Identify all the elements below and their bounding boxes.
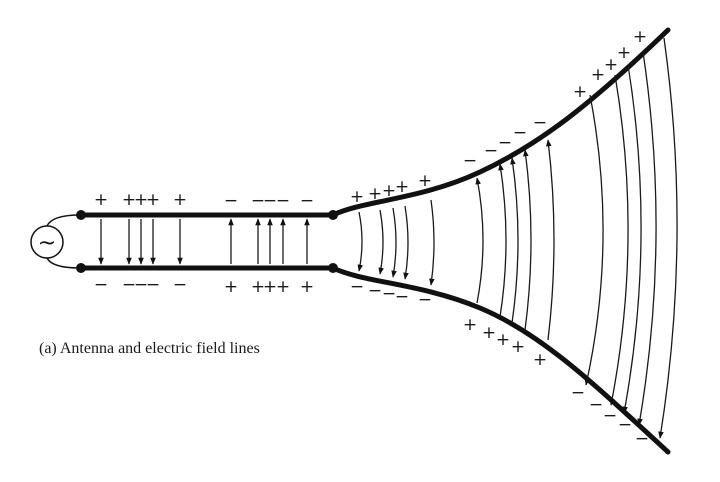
field-line-outer-4 (637, 51, 657, 426)
minus-sign-mid-3: − (498, 133, 512, 153)
field-line-mid-4 (523, 149, 532, 331)
minus-sign-outer-5: − (635, 429, 649, 449)
plus-sign-mid-2: + (482, 323, 496, 343)
minus-sign-bottom-4: − (146, 275, 160, 295)
plus-sign-bottom-5: + (300, 277, 314, 297)
field-line-mid-1 (475, 177, 484, 304)
field-line-throat-3 (391, 207, 397, 278)
plus-sign-bottom-2: + (251, 277, 265, 297)
source-lead-bottom (46, 257, 81, 269)
field-line-mid-5 (545, 139, 555, 341)
plus-sign-throat-3: + (382, 181, 396, 201)
field-line-outer-1 (584, 94, 604, 386)
minus-sign-throat-5: − (418, 290, 432, 310)
field-line-outer-2 (609, 74, 629, 406)
minus-sign-top-5: − (300, 191, 314, 211)
plus-sign-mid-4: + (511, 337, 525, 357)
minus-sign-throat-1: − (350, 277, 364, 297)
minus-sign-top-1: − (224, 191, 238, 211)
plus-sign-mid-3: + (496, 330, 510, 350)
minus-sign-mid-2: − (484, 141, 498, 161)
plus-sign-bottom-4: + (276, 277, 290, 297)
field-line-throat-4 (403, 205, 409, 280)
minus-sign-outer-2: − (589, 395, 603, 415)
plus-sign-bottom-1: + (224, 277, 238, 297)
source-lead-top (46, 214, 81, 227)
minus-sign-outer-3: − (603, 406, 617, 426)
minus-sign-bottom-5: − (173, 275, 187, 295)
minus-sign-top-3: − (263, 191, 277, 211)
antenna-arm-bottom (330, 265, 671, 455)
field-line-throat-5 (429, 199, 435, 286)
plus-sign-top-5: + (173, 190, 187, 210)
plus-sign-throat-4: + (395, 177, 409, 197)
plus-sign-mid-5: + (533, 350, 547, 370)
minus-sign-mid-5: − (533, 113, 547, 133)
field-line-mid-2 (498, 163, 507, 318)
plus-sign-outer-4: + (617, 43, 631, 63)
minus-sign-throat-4: − (395, 287, 409, 307)
plus-sign-throat-5: + (418, 171, 432, 191)
field-line-outer-3 (622, 64, 642, 414)
plus-sign-throat-2: + (368, 184, 382, 204)
minus-sign-bottom-2: − (122, 275, 136, 295)
charge-signs: +++++−−−−−−−−−−++++++++++−−−−−−−−−−+++++… (94, 27, 649, 449)
minus-sign-mid-1: − (463, 151, 477, 171)
minus-sign-top-2: − (251, 191, 265, 211)
source-symbol: ~ (38, 231, 56, 256)
plus-sign-outer-5: + (633, 27, 647, 47)
minus-sign-throat-3: − (382, 284, 396, 304)
minus-sign-outer-4: − (618, 415, 632, 435)
plus-sign-outer-2: + (591, 65, 605, 85)
plus-sign-top-1: + (94, 190, 108, 210)
ac-source: ~ (30, 210, 86, 273)
figure-caption: (a) Antenna and electric field lines (39, 340, 260, 357)
minus-sign-mid-4: − (513, 123, 527, 143)
field-line-outer-5 (658, 37, 678, 439)
minus-sign-throat-2: − (368, 281, 382, 301)
minus-sign-outer-1: − (571, 383, 585, 403)
minus-sign-bottom-1: − (94, 275, 108, 295)
field-line-throat-1 (357, 211, 363, 272)
plus-sign-outer-3: + (604, 55, 618, 75)
plus-sign-bottom-3: + (263, 277, 277, 297)
plus-sign-outer-1: + (573, 82, 587, 102)
plus-sign-top-4: + (146, 190, 160, 210)
plus-sign-throat-1: + (350, 187, 364, 207)
plus-sign-top-3: + (134, 190, 148, 210)
plus-sign-mid-1: + (463, 315, 477, 335)
plus-sign-top-2: + (122, 190, 136, 210)
antenna-arm-top (330, 27, 671, 218)
minus-sign-top-4: − (276, 191, 290, 211)
electric-field-lines (98, 37, 678, 439)
minus-sign-bottom-3: − (134, 275, 148, 295)
field-line-mid-3 (510, 157, 519, 324)
field-line-throat-2 (378, 209, 384, 275)
